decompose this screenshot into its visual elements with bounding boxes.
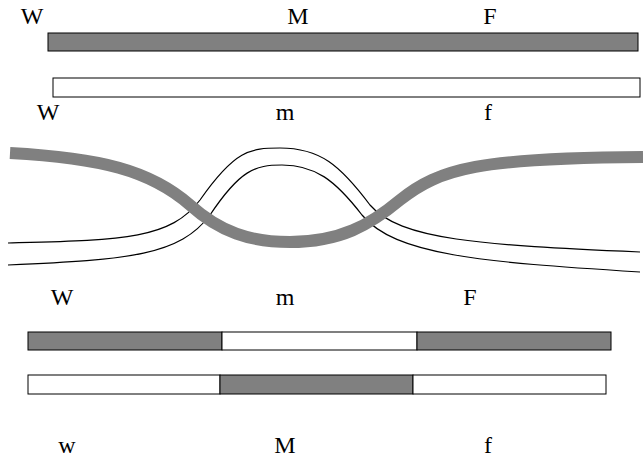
light-chromosome bbox=[53, 78, 640, 97]
allele-label: f bbox=[484, 432, 492, 458]
dark-segment bbox=[28, 332, 222, 350]
allele-label: W bbox=[51, 284, 74, 310]
allele-label: f bbox=[484, 99, 492, 125]
dark-chromosome bbox=[48, 33, 638, 51]
allele-label: F bbox=[463, 284, 476, 310]
allele-label: F bbox=[483, 3, 496, 29]
light-segment bbox=[222, 332, 417, 350]
allele-label: M bbox=[274, 432, 295, 458]
dark-chromatid bbox=[10, 153, 643, 242]
light-chromatid-line bbox=[8, 165, 640, 272]
allele-label: w bbox=[58, 432, 75, 458]
allele-label: W bbox=[37, 99, 60, 125]
allele-label: m bbox=[276, 284, 295, 310]
dark-segment bbox=[417, 332, 611, 350]
allele-label: W bbox=[21, 3, 44, 29]
light-segment bbox=[413, 375, 606, 394]
light-segment bbox=[28, 375, 220, 394]
allele-label: M bbox=[287, 3, 308, 29]
dark-segment bbox=[220, 375, 413, 394]
allele-label: m bbox=[276, 99, 295, 125]
